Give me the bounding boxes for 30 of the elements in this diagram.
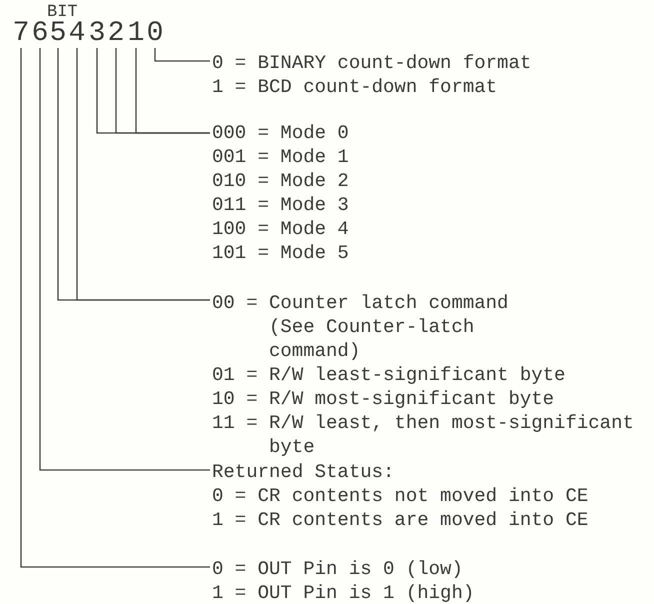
description-text: 1 = BCD count-down format [212,75,498,99]
description-text: 010 = Mode 2 [212,169,349,193]
description-text: 01 = R/W least-significant byte [212,363,566,387]
description-text: 000 = Mode 0 [212,121,349,145]
description-text: 011 = Mode 3 [212,193,349,217]
bit-number: 7 [12,20,30,48]
description-text: 11 = R/W least, then most-significant byte [212,411,635,459]
bit-header: BIT [47,4,78,22]
description-text: 0 = OUT Pin is 0 (low) [212,557,464,581]
leader-line [39,48,210,471]
description-text: 10 = R/W most-significant byte [212,387,556,411]
bit-number: 1 [127,20,145,48]
description-text: Returned Status: [212,460,396,484]
leader-line [20,48,210,568]
description-text: 001 = Mode 1 [212,145,349,169]
leader-line [154,48,210,62]
bit-number: 2 [107,20,125,48]
leader-line [135,48,210,134]
description-text: 00 = Counter latch command (See Counter-latch command) [212,291,510,363]
bit-number: 5 [49,20,67,48]
bit-number: 0 [146,20,164,48]
description-text: 1 = CR contents are moved into CE [212,508,588,532]
bit-number: 6 [31,20,49,48]
bit-number: 3 [88,20,106,48]
description-text: 101 = Mode 5 [212,241,349,265]
description-text: 0 = CR contents not moved into CE [212,484,588,508]
description-text: 100 = Mode 4 [212,217,349,241]
description-text: 0 = BINARY count-down format [212,51,532,75]
bit-number: 4 [68,20,86,48]
description-text: 1 = OUT Pin is 1 (high) [212,581,474,604]
